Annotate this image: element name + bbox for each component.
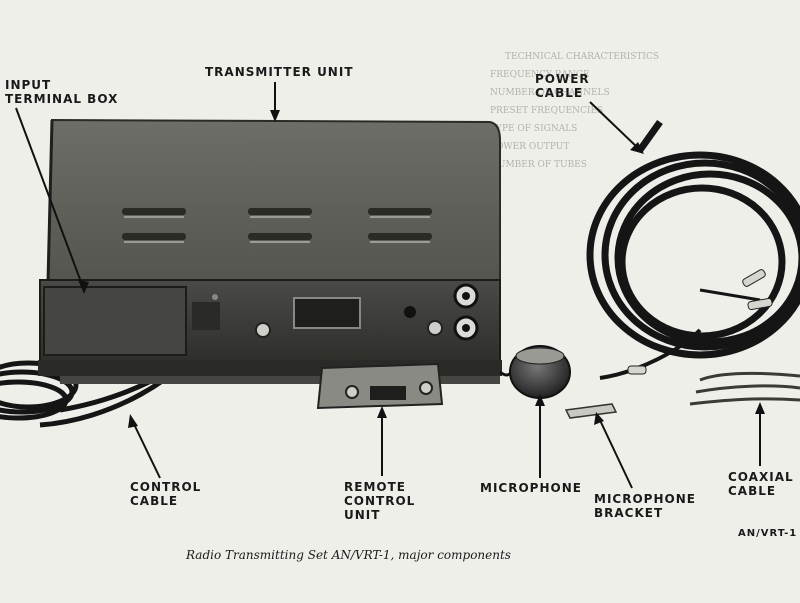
bleed-text-2: FREQUENCY RANGE: [490, 70, 590, 80]
microphone: [499, 345, 571, 399]
label-microphone-bracket: MICROPHONE BRACKET: [594, 492, 696, 520]
label-remote-control-unit: REMOTE CONTROL UNIT: [344, 480, 416, 522]
figure-caption: Radio Transmitting Set AN/VRT-1, major c…: [186, 548, 511, 562]
label-control-cable: CONTROL CABLE: [130, 480, 202, 508]
label-microphone: MICROPHONE: [480, 481, 582, 495]
power-cable-coil: [586, 119, 800, 380]
label-power-cable: POWER CABLE: [535, 72, 590, 100]
microphone-bracket: [564, 403, 618, 419]
remote-control-unit: [316, 362, 444, 410]
bleed-text-7: NUMBER OF TUBES: [490, 160, 587, 170]
arrowheads: [78, 110, 765, 428]
bleed-text-3: NUMBER OF CHANNELS: [490, 88, 610, 98]
label-transmitter-unit: TRANSMITTER UNIT: [205, 65, 354, 79]
bleed-text-4: PRESET FREQUENCIES: [490, 106, 604, 116]
label-coaxial-cable: COAXIAL CABLE: [728, 470, 794, 498]
cable-lugs: [627, 269, 773, 375]
label-input-terminal-box: INPUT TERMINAL BOX: [5, 78, 119, 106]
bleed-text-5: TYPE OF SIGNALS: [490, 124, 578, 134]
bleed-text-1: TECHNICAL CHARACTERISTICS: [505, 52, 660, 62]
coaxial-cable: [689, 371, 800, 406]
leader-lines: [15, 82, 761, 489]
bleed-text-6: POWER OUTPUT: [490, 142, 570, 152]
transmitter-unit: [38, 118, 502, 384]
figure-code: AN/VRT-1: [738, 528, 798, 539]
